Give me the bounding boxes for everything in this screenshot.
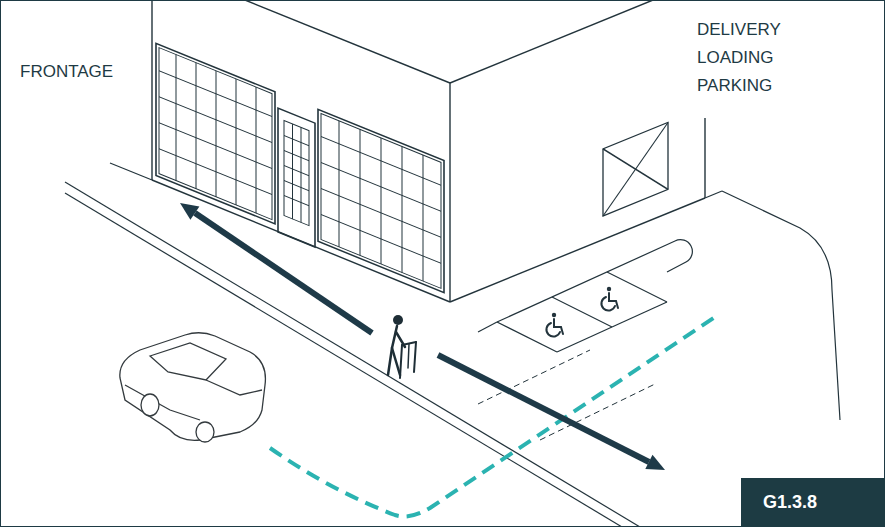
loading-door xyxy=(603,122,668,216)
ground-lines xyxy=(65,163,840,527)
accessible-parking-symbol xyxy=(546,287,618,337)
ground-lines-part xyxy=(65,193,622,527)
figure-number: G1.3.8 xyxy=(763,492,817,513)
car-part xyxy=(196,422,214,442)
frontage-windows-part xyxy=(195,63,196,189)
driveway-crossing-part xyxy=(540,384,655,440)
car-part xyxy=(150,343,226,380)
car xyxy=(120,333,266,442)
ground-lines-part xyxy=(110,163,152,180)
frontage-windows-part xyxy=(318,109,444,292)
frontage-windows xyxy=(156,43,444,299)
parking-stalls xyxy=(497,240,692,352)
accessible-parking-symbol-part xyxy=(546,313,563,337)
zone-label: FRONTAGE xyxy=(20,62,113,82)
ground-lines-part xyxy=(705,191,722,198)
loading-door-part xyxy=(603,122,668,216)
frontage-windows-part xyxy=(159,97,272,143)
pedestrian-with-walker xyxy=(388,315,416,378)
accessible-parking-symbol-part-part xyxy=(601,297,615,311)
parking-stalls-part xyxy=(667,240,692,272)
frontage-windows-part xyxy=(284,196,309,206)
pedestrian-arrows-part xyxy=(438,355,649,462)
pedestrian-arrows xyxy=(180,203,665,470)
frontage-windows-part xyxy=(159,48,272,220)
building-outline-part xyxy=(449,83,450,302)
pedestrian-arrows-part xyxy=(180,203,199,220)
building-outline-part xyxy=(450,0,653,83)
building-outline-part xyxy=(450,198,705,302)
pedestrian-with-walker-part xyxy=(393,315,403,325)
frontage-windows-part xyxy=(422,155,423,281)
figure-number-box: G1.3.8 xyxy=(741,478,885,527)
frontage-windows-part xyxy=(284,181,309,191)
frontage-windows-part xyxy=(175,55,176,181)
pedestrian-with-walker-part xyxy=(414,342,416,372)
car-part xyxy=(120,333,266,441)
driveway-crossing-part xyxy=(478,350,590,404)
accessible-parking-symbol-part-part xyxy=(552,313,556,317)
frontage-windows-part xyxy=(159,71,272,117)
parking-stalls-part xyxy=(607,272,667,302)
frontage-windows-part xyxy=(284,121,309,226)
frontage-windows-part xyxy=(159,123,272,169)
frontage-windows-part xyxy=(278,108,315,247)
frontage-windows-part xyxy=(292,124,293,219)
frontage-windows-part xyxy=(215,71,216,197)
pedestrian-arrows-part xyxy=(195,213,372,333)
car-part xyxy=(125,385,200,420)
pedestrian-with-walker-part xyxy=(408,344,409,368)
frontage-windows-part xyxy=(159,149,272,195)
frontage-windows-part xyxy=(359,129,360,255)
frontage-windows-part xyxy=(255,87,256,213)
frontage-windows-part xyxy=(284,166,309,176)
frontage-windows-part xyxy=(338,121,339,247)
accessible-parking-symbol-part-part xyxy=(607,287,611,291)
accessible-parking-symbol-part-part xyxy=(554,319,563,334)
zone-label-stacked: DELIVERY LOADING PARKING xyxy=(697,16,780,100)
ground-lines-part xyxy=(65,182,640,527)
vehicle-route xyxy=(270,317,715,516)
car-part xyxy=(141,394,159,416)
frontage-windows-part xyxy=(321,137,441,186)
accessible-parking-symbol-part xyxy=(601,287,618,311)
building-outline-part xyxy=(151,0,152,180)
frontage-windows-part xyxy=(284,136,309,146)
pedestrian-arrows-part xyxy=(645,455,665,470)
frontage-windows-part xyxy=(284,151,309,161)
frontage-windows-part xyxy=(321,163,441,212)
building-outline-part xyxy=(245,0,450,83)
loading-door-part xyxy=(603,122,668,216)
building-outline-part xyxy=(704,118,705,198)
frontage-windows-part xyxy=(321,189,441,238)
pedestrian-with-walker-part xyxy=(392,348,400,375)
driveway-crossing xyxy=(478,350,655,440)
frontage-windows-part xyxy=(235,79,236,205)
parking-stalls-part xyxy=(552,297,612,327)
accessible-parking-symbol-part-part xyxy=(546,323,560,337)
loading-door-part xyxy=(603,122,668,216)
frontage-windows-part xyxy=(321,114,441,289)
accessible-parking-symbol-part-part xyxy=(609,293,618,308)
building-outline xyxy=(152,0,705,302)
frontage-windows-part xyxy=(321,215,441,264)
frontage-windows-part xyxy=(401,146,402,272)
pedestrian-with-walker-part xyxy=(400,345,402,378)
ground-lines-part xyxy=(478,322,497,332)
frontage-windows-part xyxy=(156,43,275,223)
frontage-windows-part xyxy=(380,138,381,264)
frontage-windows-part xyxy=(300,127,301,222)
car-part xyxy=(206,380,262,395)
ground-lines-part xyxy=(722,191,840,420)
